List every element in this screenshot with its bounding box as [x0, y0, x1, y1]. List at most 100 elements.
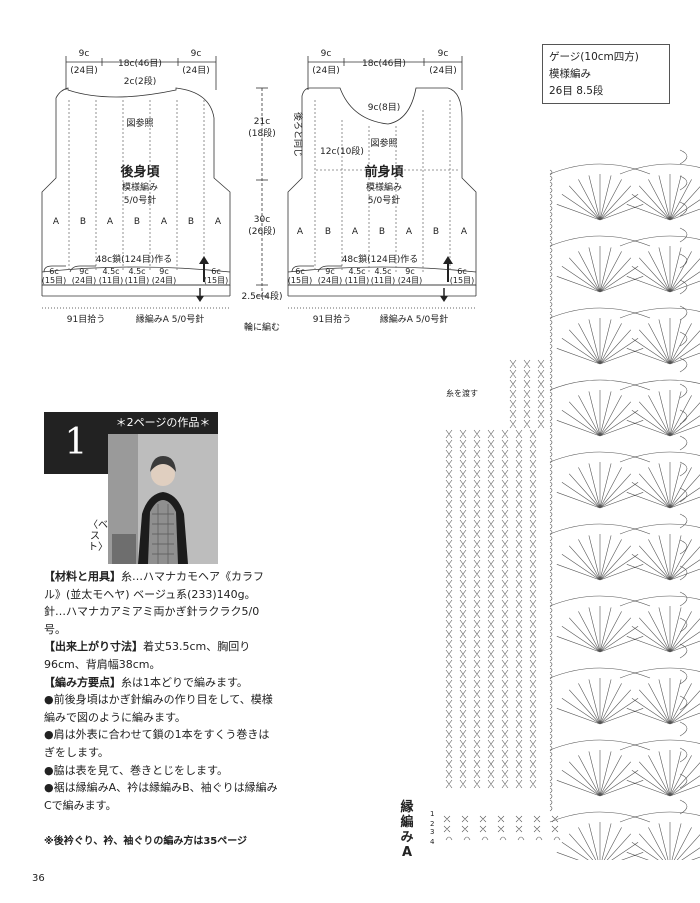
back-chain-label: 48c鎖(124目)作る [96, 253, 173, 265]
size-text: 着丈53.5cm、胸回り96cm、背肩幅38cm。 [44, 640, 251, 671]
back-ref-label: 図参照 [126, 117, 153, 129]
size-head: 【出来上がり寸法】 [44, 640, 143, 654]
svg-text:(15目): (15目) [288, 276, 312, 285]
svg-text:4: 4 [430, 838, 435, 846]
lower-rows-label: (26段) [248, 225, 275, 237]
svg-text:6c: 6c [49, 267, 59, 276]
front-width-right-st: (24目) [429, 65, 456, 76]
back-body-outline [41, 87, 231, 286]
materials-section: 【材料と用具】糸…ハマナカモヘア《カラフル》(並太モヘヤ) ベージュ系(233)… [44, 568, 280, 814]
gauge-box: ゲージ(10cm四方) 模様編み 26目 8.5段 [542, 44, 670, 104]
item-label: 〈ベスト〉 [88, 520, 108, 553]
svg-text:(24目): (24目) [152, 276, 176, 285]
materials-paragraph: 【材料と用具】糸…ハマナカモヘア《カラフル》(並太モヘヤ) ベージュ系(233)… [44, 568, 280, 603]
upper-height-label: 21c [254, 117, 270, 127]
svg-text:A: A [297, 227, 304, 237]
svg-text:(24目): (24目) [72, 276, 96, 285]
back-pattern: 模様編み [122, 181, 158, 193]
gauge-value: 26目 8.5段 [549, 85, 604, 97]
work-number-badge: 1 [44, 412, 108, 474]
svg-text:B: B [80, 217, 86, 227]
edge-a-label: 縁編みA [400, 800, 414, 860]
back-width-right-st: (24目) [182, 65, 209, 76]
front-edge-label: 縁編みA 5/0号針 [380, 313, 449, 325]
needle-text: 針…ハマナカアミアミ両かぎ針ラクラク5/0号。 [44, 605, 260, 636]
svg-text:B: B [134, 217, 140, 227]
svg-text:(15目): (15目) [450, 276, 474, 285]
schematic-diagram: 9c (24目) 18c(46目) 9c (24目) 2c(2段) 図参照 後身… [41, 49, 477, 333]
svg-text:(24目): (24目) [398, 276, 422, 285]
svg-text:(15目): (15目) [42, 276, 66, 285]
front-section-labels: 6c (15目) 9c (24目) 4.5c (11目) 4.5c (11目) … [288, 267, 474, 285]
method-bullet: ●肩は外表に合わせて鎖の1本をすくう巻きはぎをします。 [44, 728, 270, 759]
back-width-center: 18c(46目) [118, 58, 162, 69]
method-head: 【編み方要点】 [44, 675, 121, 689]
back-edge-label: 縁編みA 5/0号針 [136, 313, 205, 325]
front-neck-label: 9c(8目) [368, 102, 400, 113]
back-pickup-label: 91目拾う [67, 313, 105, 325]
svg-text:9c: 9c [325, 267, 335, 276]
svg-text:B: B [433, 227, 439, 237]
reference-note: ※後衿ぐり、衿、袖ぐりの編み方は35ページ [44, 836, 248, 847]
svg-text:6c: 6c [457, 267, 467, 276]
crochet-chart: 糸を渡す 1 2 3 4 [430, 149, 700, 860]
front-side-note: 後ろと同じ [292, 112, 304, 157]
edge-height-label: 2.5c(4段) [241, 290, 282, 302]
back-needle: 5/0号針 [124, 194, 157, 206]
method-bullet: ●前後身頃はかぎ針編みの作り目をして、模様編みで図のように編みます。 [44, 693, 273, 724]
svg-text:B: B [379, 227, 385, 237]
method-text: 糸は1本どりで編みます。 [121, 675, 248, 689]
svg-text:(11目): (11目) [345, 276, 369, 285]
front-width-center: 18c(46目) [362, 58, 406, 69]
front-width-right: 9c [438, 49, 449, 59]
svg-text:9c: 9c [79, 267, 89, 276]
svg-text:6c: 6c [295, 267, 305, 276]
svg-text:B: B [325, 227, 331, 237]
back-width-right: 9c [191, 49, 202, 59]
row-numbers: 1 2 3 4 [430, 810, 435, 846]
front-width-left: 9c [321, 49, 332, 59]
front-body-outline [287, 87, 477, 286]
svg-text:A: A [107, 217, 114, 227]
svg-text:A: A [161, 217, 168, 227]
svg-text:A: A [461, 227, 468, 237]
method-bullet: ●裾は縁編みA、衿は縁編みB、袖ぐりは縁編みCで編みます。 [44, 781, 278, 812]
svg-text:A: A [53, 217, 60, 227]
page-number: 36 [32, 873, 45, 884]
front-title: 前身頃 [364, 164, 404, 180]
back-title: 後身頃 [120, 164, 160, 180]
materials-head: 【材料と用具】 [44, 570, 121, 583]
back-width-left-st: (24目) [70, 65, 97, 76]
back-width-left: 9c [79, 49, 90, 59]
svg-text:4.5c: 4.5c [348, 267, 365, 276]
lower-height-label: 30c [254, 215, 270, 225]
svg-text:A: A [352, 227, 359, 237]
front-chain-label: 48c鎖(124目)作る [342, 253, 419, 265]
ring-label: 輪に編む [244, 321, 280, 333]
svg-text:A: A [406, 227, 413, 237]
model-photo [108, 434, 218, 564]
svg-text:B: B [188, 217, 194, 227]
front-pickup-label: 91目拾う [313, 313, 351, 325]
gauge-title: ゲージ(10cm四方) [549, 51, 639, 63]
materials-text: 糸…ハマナカモヘア《カラフル》(並太モヘヤ) ベージュ系(233)140g。 [44, 570, 264, 601]
svg-text:3: 3 [430, 828, 434, 836]
back-section-labels: 6c (15目) 9c (24目) 4.5c (11目) 4.5c (11目) … [42, 267, 228, 285]
work-page-label: ＊2ページの作品＊ [108, 412, 218, 434]
front-needle: 5/0号針 [368, 194, 401, 206]
svg-text:4.5c: 4.5c [374, 267, 391, 276]
svg-text:(15目): (15目) [204, 276, 228, 285]
svg-text:1: 1 [430, 810, 434, 818]
svg-text:4.5c: 4.5c [128, 267, 145, 276]
svg-text:9c: 9c [405, 267, 415, 276]
svg-text:2: 2 [430, 820, 434, 828]
method-paragraph: 【編み方要点】糸は1本どりで編みます。 [44, 674, 280, 692]
gauge-pattern: 模様編み [549, 68, 591, 80]
size-paragraph: 【出来上がり寸法】着丈53.5cm、胸回り96cm、背肩幅38cm。 [44, 638, 280, 673]
front-pattern: 模様編み [366, 181, 402, 193]
svg-text:6c: 6c [211, 267, 221, 276]
svg-text:9c: 9c [159, 267, 169, 276]
svg-text:A: A [215, 217, 222, 227]
back-panel-labels: A B A B A B A [53, 217, 222, 227]
svg-text:(24目): (24目) [318, 276, 342, 285]
